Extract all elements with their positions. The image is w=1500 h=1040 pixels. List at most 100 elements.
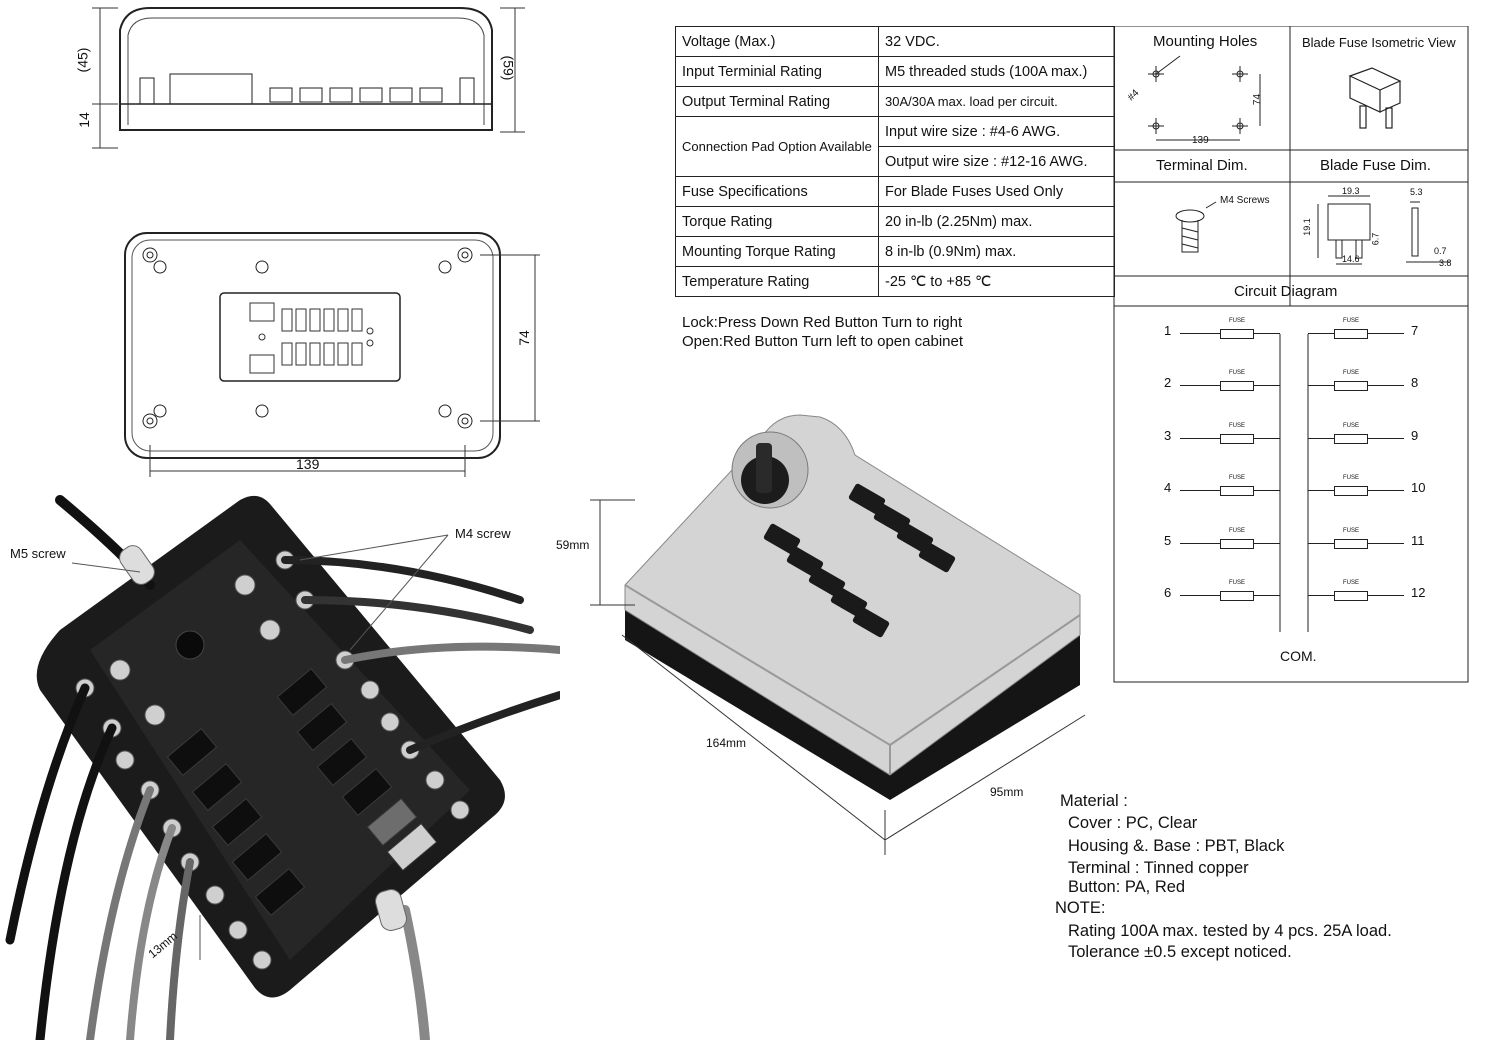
fuse-symbol bbox=[1334, 329, 1368, 339]
note-item: Rating 100A max. tested by 4 pcs. 25A lo… bbox=[1068, 922, 1392, 940]
mh-dim-h: 74 bbox=[1252, 93, 1264, 106]
fuse-label: FUSE bbox=[1229, 580, 1246, 586]
fuse-symbol bbox=[1334, 591, 1368, 601]
fuse-label: FUSE bbox=[1343, 422, 1360, 429]
dim-59: (59) bbox=[500, 55, 517, 81]
fuse-symbol bbox=[1220, 433, 1254, 444]
fuse-label: FUSE bbox=[1343, 580, 1360, 586]
right-panel-frame bbox=[1113, 26, 1469, 683]
material-item: Button: PA, Red bbox=[1068, 878, 1186, 896]
circuit-number-right: 7 bbox=[1411, 323, 1419, 338]
fuse-label: FUSE bbox=[1343, 475, 1360, 482]
front-view-drawing bbox=[124, 232, 540, 477]
fuse-dim-53: 5.3 bbox=[1410, 187, 1423, 197]
spec-label: Voltage (Max.) bbox=[675, 26, 879, 57]
circuit-number-right: 12 bbox=[1411, 585, 1426, 600]
circuit-diagram-title: Circuit Diagram bbox=[1234, 283, 1338, 300]
spec-value: Input wire size : #4-6 AWG. bbox=[878, 116, 1115, 147]
mounting-holes-title: Mounting Holes bbox=[1153, 33, 1258, 50]
material-title: Material : bbox=[1060, 792, 1128, 810]
terminal-dim-title: Terminal Dim. bbox=[1156, 157, 1248, 174]
spec-row: Output wire size : #12-16 AWG. bbox=[676, 146, 1115, 177]
spec-row: Temperature Rating-25 ℃ to +85 ℃ bbox=[675, 266, 1115, 297]
fuse-symbol bbox=[1334, 538, 1368, 549]
fuse-label: FUSE bbox=[1343, 318, 1360, 324]
spec-label: Input Terminial Rating bbox=[675, 56, 879, 87]
dim-59mm: 59mm bbox=[556, 538, 590, 552]
circuit-number-left: 4 bbox=[1164, 480, 1172, 496]
material-item: Cover : PC, Clear bbox=[1068, 814, 1198, 832]
fuse-symbol bbox=[1220, 538, 1254, 549]
circuit-number-right: 9 bbox=[1411, 427, 1419, 443]
dim-139: 139 bbox=[296, 456, 320, 472]
mh-dim-w: 139 bbox=[1192, 135, 1209, 146]
fuse-label: FUSE bbox=[1229, 475, 1246, 482]
fuse-block-photo bbox=[0, 490, 560, 1040]
dim-164mm: 164mm bbox=[706, 736, 747, 750]
fuse-symbol bbox=[1220, 329, 1254, 339]
spec-label: Output Terminal Rating bbox=[675, 86, 879, 117]
fuse-label: FUSE bbox=[1229, 527, 1246, 534]
spec-value: Output wire size : #12-16 AWG. bbox=[878, 146, 1115, 177]
fuse-dim-193: 19.3 bbox=[1342, 186, 1360, 196]
circuit-number-left: 3 bbox=[1164, 427, 1172, 443]
spec-label: Mounting Torque Rating bbox=[675, 236, 879, 267]
fuse-label: FUSE bbox=[1343, 527, 1360, 534]
fuse-symbol bbox=[1220, 591, 1254, 601]
spec-row: Voltage (Max.)32 VDC. bbox=[675, 26, 1115, 57]
spec-label: Torque Rating bbox=[675, 206, 879, 237]
fuse-symbol bbox=[1334, 433, 1368, 444]
com-label: COM. bbox=[1280, 648, 1317, 664]
dim-14: 14 bbox=[75, 112, 92, 128]
fuse-symbol bbox=[1220, 381, 1254, 392]
dim-74: 74 bbox=[515, 330, 532, 346]
fuse-box-render bbox=[590, 414, 1086, 855]
note-title: NOTE: bbox=[1055, 899, 1106, 917]
circuit-number-left: 1 bbox=[1164, 323, 1172, 338]
spec-value: For Blade Fuses Used Only bbox=[878, 176, 1115, 207]
fuse-dim-title: Blade Fuse Dim. bbox=[1320, 157, 1431, 174]
spec-value: 20 in-lb (2.25Nm) max. bbox=[878, 206, 1115, 237]
spec-value: -25 ℃ to +85 ℃ bbox=[878, 266, 1115, 297]
spec-value: 30A/30A max. load per circuit. bbox=[878, 86, 1115, 117]
spec-table: Voltage (Max.)32 VDC. Input Terminial Ra… bbox=[675, 26, 1115, 297]
fuse-dim-38: 3.8 bbox=[1439, 258, 1452, 268]
fuse-dim-146: 14.6 bbox=[1342, 254, 1360, 264]
circuit-number-right: 11 bbox=[1411, 532, 1425, 548]
fuse-label: FUSE bbox=[1229, 422, 1246, 429]
spec-value: 32 VDC. bbox=[878, 26, 1115, 57]
spec-value: M5 threaded studs (100A max.) bbox=[878, 56, 1115, 87]
m4-screws-label: M4 Screws bbox=[1220, 195, 1270, 206]
dim-95mm: 95mm bbox=[990, 785, 1024, 799]
circuit-number-left: 2 bbox=[1164, 375, 1172, 391]
fuse-dim-07: 0.7 bbox=[1434, 246, 1447, 256]
m5-screw-label: M5 screw bbox=[10, 546, 66, 561]
circuit-number-right: 8 bbox=[1411, 375, 1419, 391]
fuse-symbol bbox=[1334, 486, 1368, 497]
fuse-dim-191: 19.1 bbox=[1301, 218, 1312, 236]
circuit-number-right: 10 bbox=[1411, 480, 1426, 496]
material-item: Terminal : Tinned copper bbox=[1068, 859, 1249, 877]
fuse-label: FUSE bbox=[1229, 370, 1246, 377]
material-item: Housing &. Base : PBT, Black bbox=[1068, 837, 1285, 855]
note-item: Tolerance ±0.5 except noticed. bbox=[1068, 943, 1292, 961]
dim-45: (45) bbox=[74, 47, 91, 73]
isometric-title: Blade Fuse Isometric View bbox=[1302, 35, 1456, 50]
spec-label: Connection Pad Option Available bbox=[675, 116, 879, 177]
lock-note-line2: Open:Red Button Turn left to open cabine… bbox=[682, 333, 964, 350]
fuse-label: FUSE bbox=[1343, 370, 1360, 377]
spec-label: Fuse Specifications bbox=[675, 176, 879, 207]
fuse-symbol bbox=[1334, 381, 1368, 392]
fuse-symbol bbox=[1220, 486, 1254, 497]
spec-label: Temperature Rating bbox=[675, 266, 879, 297]
circuit-number-left: 5 bbox=[1164, 532, 1172, 548]
fuse-label: FUSE bbox=[1229, 318, 1246, 324]
side-view-drawing bbox=[92, 7, 525, 149]
spec-value: 8 in-lb (0.9Nm) max. bbox=[878, 236, 1115, 267]
